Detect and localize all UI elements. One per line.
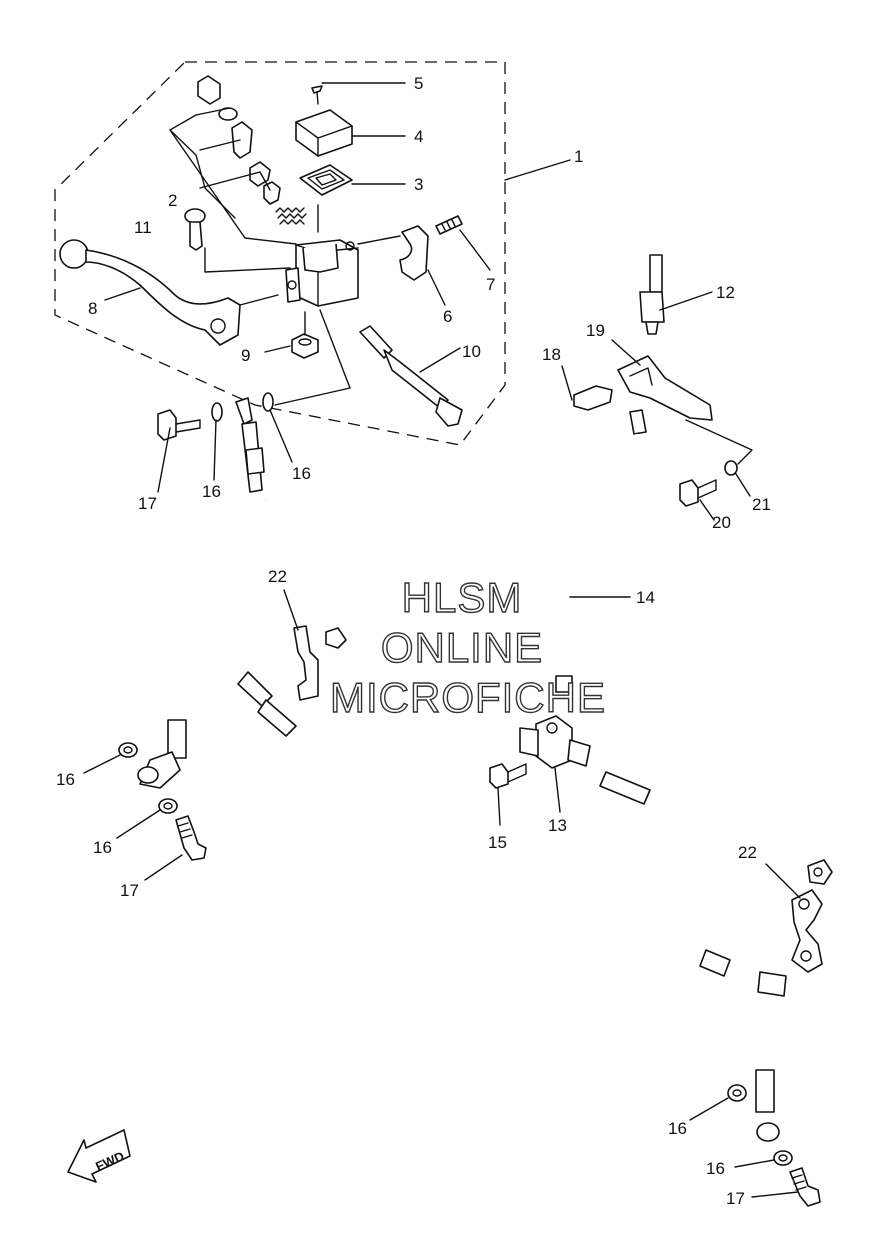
callout-16-upper-left: 16	[202, 482, 221, 501]
lower-left-union-bolt	[175, 815, 207, 861]
callout-3: 3	[414, 175, 423, 194]
lower-right-union-bolt	[789, 1167, 821, 1207]
watermark-line-2: ONLINE	[381, 624, 543, 671]
callout-14: 14	[636, 588, 655, 607]
callout-16-upper-right: 16	[292, 464, 311, 483]
callout-8: 8	[88, 299, 97, 318]
assembly-boundary	[54, 61, 506, 446]
forward-direction-arrow: FWD	[67, 1129, 131, 1183]
lower-right-washer-top	[727, 1084, 747, 1102]
callout-22-left: 22	[268, 567, 287, 586]
callout-5: 5	[414, 74, 423, 93]
callout-11: 11	[134, 218, 152, 237]
lower-right-washer-bottom	[773, 1150, 793, 1166]
piston-kit	[197, 75, 307, 225]
lower-left-washer-top	[118, 742, 138, 758]
callout-17-upper: 17	[138, 494, 157, 513]
callout-16-lower-left-top: 16	[56, 770, 75, 789]
leader-lines	[83, 82, 801, 1198]
callout-22-right: 22	[738, 843, 757, 862]
upper-union-bolt	[157, 409, 201, 441]
upper-washer-left	[211, 402, 223, 422]
hose-joint	[519, 715, 591, 769]
brake-lever	[59, 239, 241, 346]
bracket-bolt	[679, 479, 717, 507]
callout-9: 9	[241, 346, 250, 365]
callout-4: 4	[414, 127, 423, 146]
reservoir-cap	[295, 109, 353, 157]
pivot-bolt	[184, 208, 206, 251]
callout-17-lower-left: 17	[120, 881, 139, 900]
lower-left-washer-bottom	[158, 798, 178, 814]
callout-16-lower-right-top: 16	[668, 1119, 687, 1138]
callout-17-lower-right: 17	[726, 1189, 745, 1208]
hose-guide-left	[293, 625, 347, 701]
callout-2: 2	[168, 191, 177, 210]
brake-light-switch	[359, 325, 463, 427]
nut	[291, 333, 319, 359]
callout-labels: 1 2 3 4 5 6 7 8 9 10 11 12 13 14 15 16 1…	[56, 74, 771, 1208]
bracket-washer	[724, 460, 738, 476]
joint-bolt	[489, 763, 527, 789]
cap-screw	[311, 85, 323, 105]
watermark: HLSM ONLINE MICROFICHE	[329, 573, 606, 721]
upper-banjo-fitting	[235, 397, 265, 493]
callout-13: 13	[548, 816, 567, 835]
callout-16-lower-left-bottom: 16	[93, 838, 112, 857]
hose-clip	[573, 385, 613, 411]
callout-16-lower-right-bottom: 16	[706, 1159, 725, 1178]
watermark-line-1: HLSM	[402, 574, 523, 621]
master-cylinder-body	[285, 239, 359, 307]
callout-18: 18	[542, 345, 561, 364]
hose-bracket	[617, 355, 713, 421]
holder-bolt	[435, 215, 463, 235]
callout-19: 19	[586, 321, 605, 340]
lower-right-brake-hose	[569, 757, 811, 1142]
upper-washer-right	[262, 392, 274, 412]
callout-7: 7	[486, 275, 495, 294]
brake-pipe	[555, 409, 647, 693]
watermark-line-3: MICROFICHE	[330, 674, 606, 721]
callout-12: 12	[716, 283, 735, 302]
callout-1: 1	[574, 147, 583, 166]
reservoir-diaphragm	[299, 164, 353, 196]
callout-10: 10	[462, 342, 481, 361]
callout-20: 20	[712, 513, 731, 532]
callout-6: 6	[443, 307, 452, 326]
holder	[399, 225, 429, 281]
callout-21: 21	[752, 495, 771, 514]
hose-guide-right	[791, 859, 833, 973]
hose-end-fitting	[639, 254, 665, 335]
callout-15: 15	[488, 833, 507, 852]
lower-left-brake-hose	[137, 646, 547, 789]
upper-brake-hose	[262, 197, 659, 553]
